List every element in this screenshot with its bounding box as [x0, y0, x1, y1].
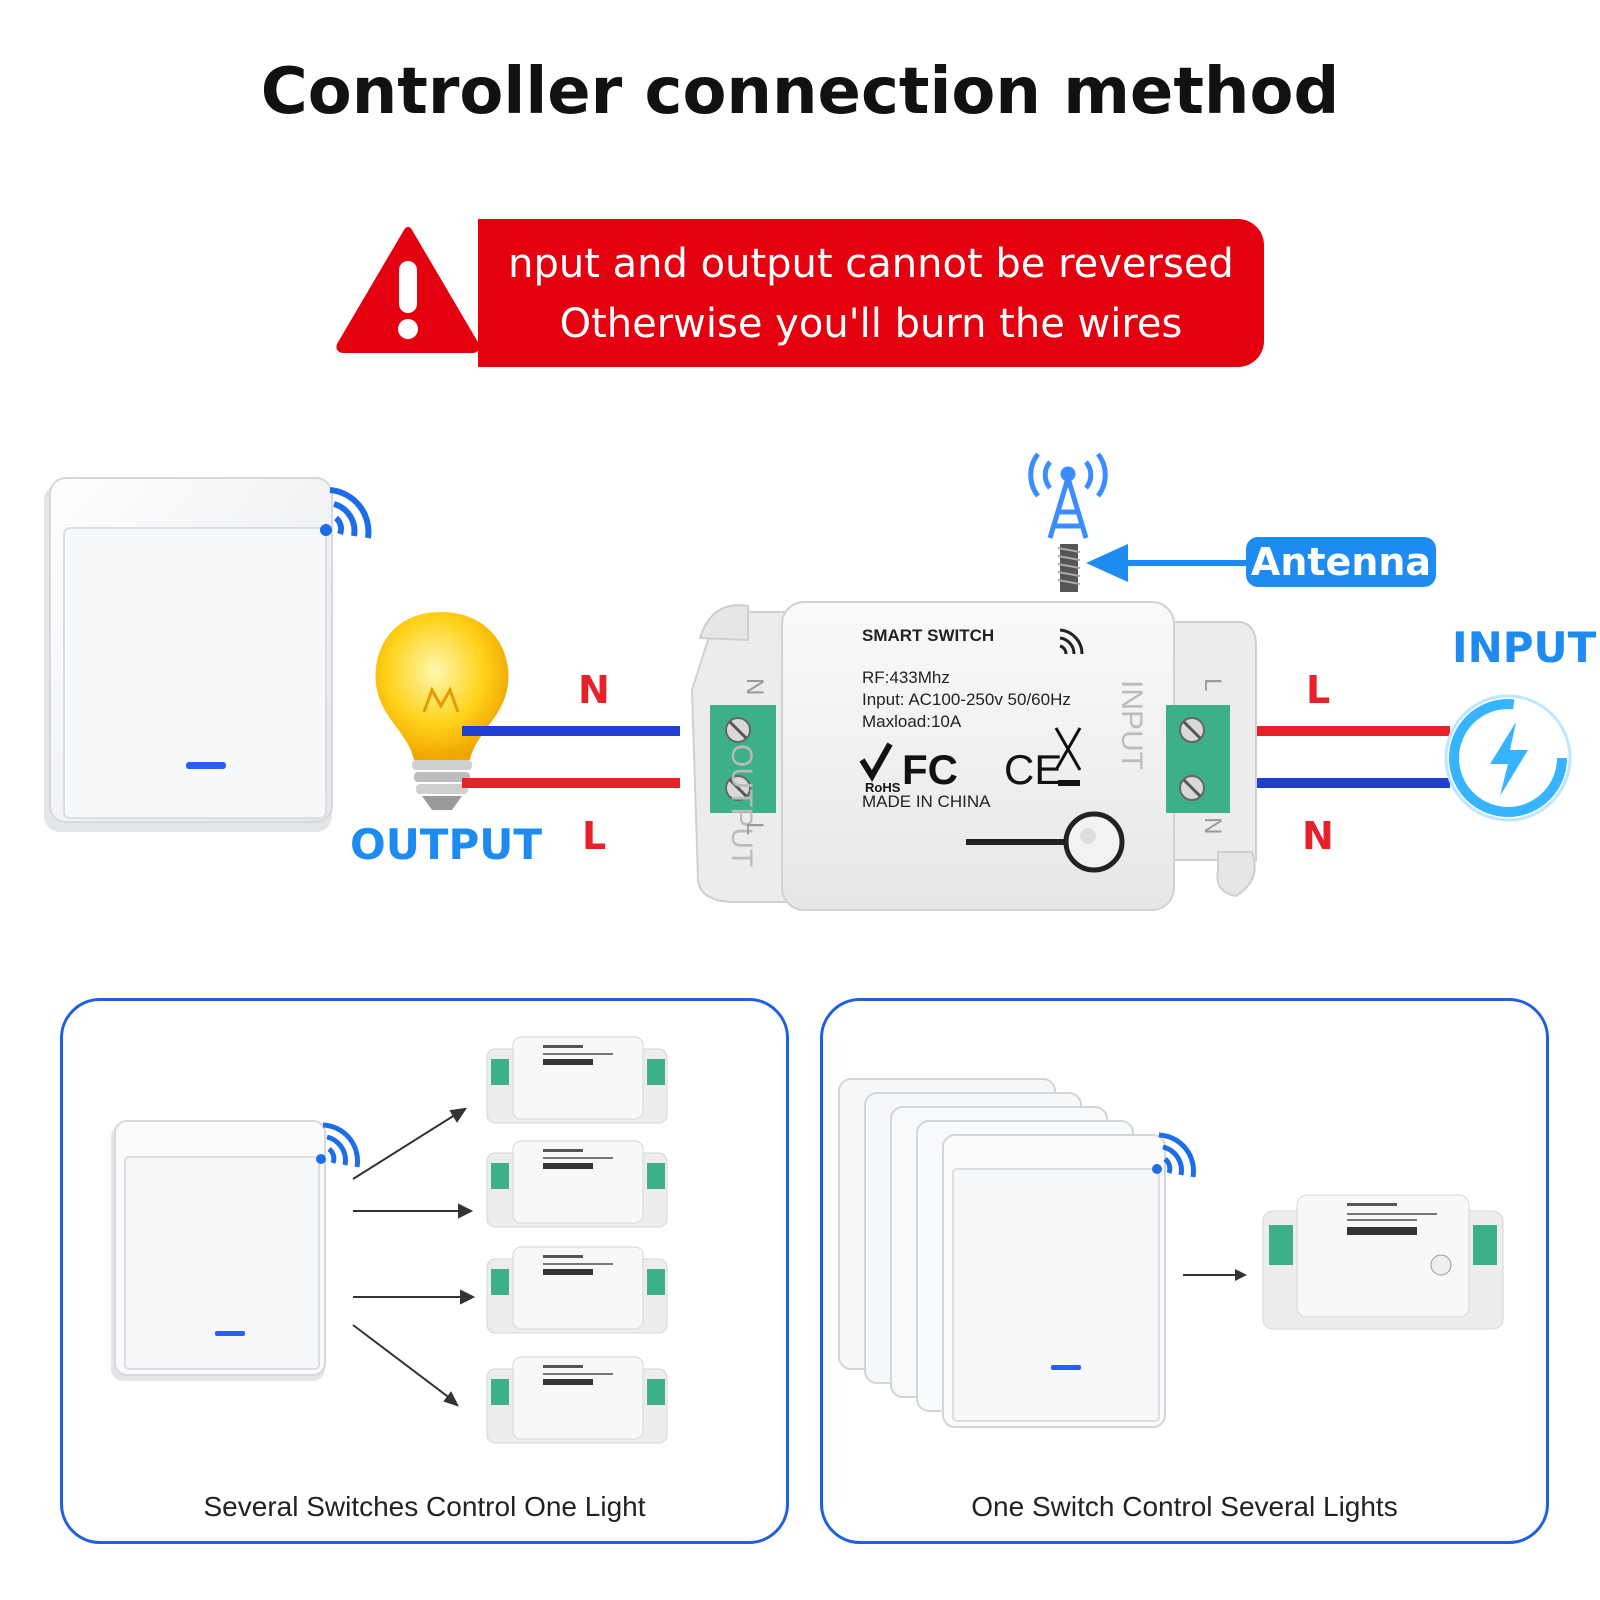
input-wires — [1250, 726, 1450, 788]
output-wire-bottom-label: L — [582, 814, 607, 858]
warning-icon — [336, 227, 480, 353]
warning-banner: nput and output cannot be reversed Other… — [478, 219, 1264, 367]
input-label: INPUT — [1452, 623, 1597, 672]
device-right-terminal-label: L N — [1199, 678, 1226, 895]
svg-text:RoHS: RoHS — [865, 780, 901, 795]
output-label: OUTPUT — [350, 820, 542, 869]
power-input-icon — [1444, 694, 1572, 822]
panel-left-wifi-icon — [316, 1122, 360, 1168]
panel-left-caption: Several Switches Control One Light — [203, 1491, 646, 1522]
panel-right-illustration — [838, 1078, 1504, 1428]
panel-right-device — [1262, 1194, 1504, 1330]
panel-left-arrows — [352, 1107, 476, 1407]
output-wire-top-label: N — [578, 668, 610, 712]
warning-line-1: nput and output cannot be reversed — [508, 241, 1234, 287]
device-name: SMART SWITCH — [862, 626, 995, 645]
warning-line-2: Otherwise you'll burn the wires — [559, 301, 1183, 347]
panel-several-switches: Several Switches Control One Light — [60, 998, 789, 1544]
panel-right-wifi-icon — [1152, 1132, 1196, 1178]
device-rf: RF:433Mhz — [862, 668, 950, 687]
antenna-arrow — [1086, 544, 1252, 582]
input-wire-top-label: L — [1306, 668, 1331, 712]
wifi-signal-icon — [320, 487, 372, 539]
panel-left-illustration — [111, 1036, 668, 1444]
antenna-label: Antenna — [1246, 537, 1436, 587]
panel-left-switch — [111, 1120, 326, 1381]
panel-right-switch-stack — [838, 1078, 1166, 1428]
wall-switch — [44, 477, 333, 832]
wiring-diagram: RoHS FC CE — [44, 452, 1572, 911]
output-wires — [462, 726, 680, 788]
panel-right-arrow — [1183, 1269, 1247, 1281]
panel-right-caption: One Switch Control Several Lights — [971, 1491, 1398, 1522]
device-origin: MADE IN CHINA — [862, 792, 991, 811]
device-left-terminal-label: N L — [741, 678, 768, 896]
input-wire-bottom-label: N — [1302, 814, 1334, 858]
panel-one-switch: One Switch Control Several Lights — [820, 998, 1549, 1544]
svg-text:FC: FC — [902, 746, 958, 793]
panel-left-devices — [486, 1036, 668, 1444]
antenna-tower-icon — [1028, 452, 1108, 539]
device-input-side-label: INPUT — [1115, 680, 1148, 770]
device-maxload: Maxload:10A — [862, 712, 962, 731]
smart-switch-device: RoHS FC CE — [690, 601, 1257, 911]
page-title: Controller connection method — [260, 55, 1340, 129]
antenna-coil — [1057, 544, 1081, 592]
light-bulb-icon — [375, 612, 509, 810]
svg-text:CE: CE — [1004, 746, 1062, 793]
device-input-spec: Input: AC100-250v 50/60Hz — [862, 690, 1071, 709]
